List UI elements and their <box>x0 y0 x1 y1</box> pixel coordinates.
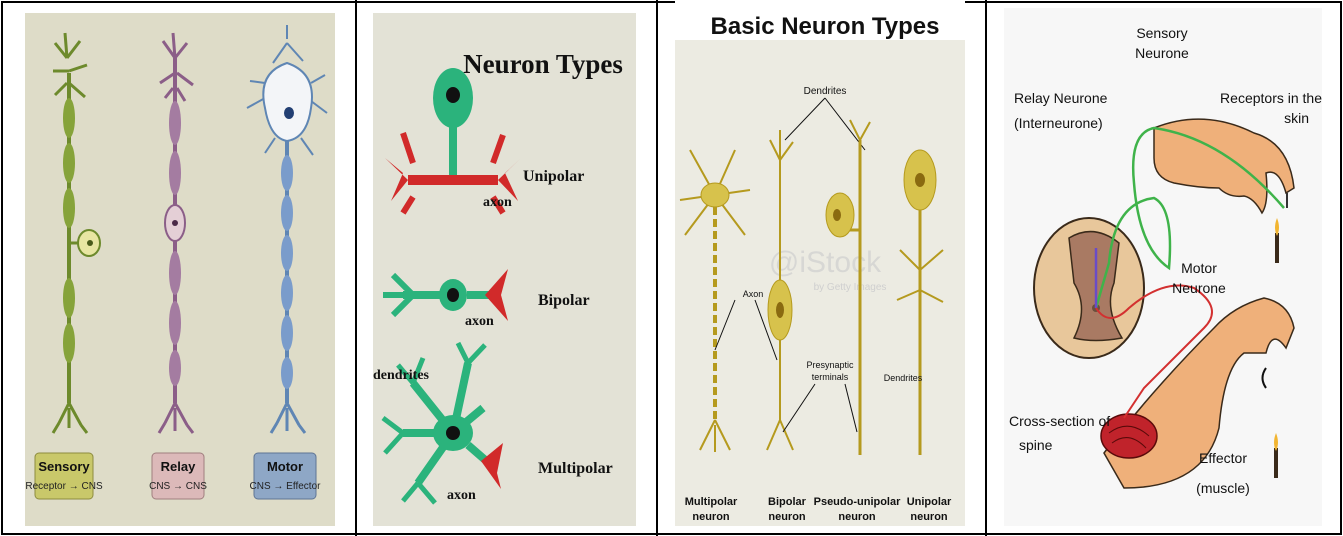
panel2-title: Neuron Types <box>463 49 623 79</box>
multipolar-label: Multipolar <box>538 460 613 477</box>
dendrites-right-label: Dendrites <box>884 373 923 383</box>
type-multipolar-1: Multipolar <box>685 496 738 508</box>
receptors-label-1: Receptors in the <box>1220 90 1322 106</box>
relay-subtitle: CNS → CNS <box>149 481 207 492</box>
type-unipolar-1: Unipolar <box>907 496 952 508</box>
axon-label-1: axon <box>483 195 512 210</box>
sensory-label-1: Sensory <box>1136 25 1187 41</box>
panel-neuron-types: Neuron Types axon Unipolar axon Bipolar <box>373 13 636 526</box>
relay-label-2: (Interneurone) <box>1014 115 1103 131</box>
panel-basic-neuron-types: Basic Neuron Types @iStock by Getty Imag… <box>675 0 965 526</box>
effector-label-2: (muscle) <box>1196 480 1250 496</box>
relay-label-1: Relay Neurone <box>1014 90 1108 106</box>
motor-title: Motor <box>267 459 303 474</box>
motor-label-1: Motor <box>1181 260 1217 276</box>
type-pseudo-1: Pseudo-unipolar <box>814 496 902 508</box>
panel3-title: Basic Neuron Types <box>711 13 940 40</box>
dendrites-label: dendrites <box>373 368 430 383</box>
type-bipolar-2: neuron <box>768 511 806 523</box>
type-multipolar-2: neuron <box>692 511 730 523</box>
divider-2 <box>656 0 658 536</box>
spine-label-1: Cross-section of <box>1009 413 1110 429</box>
spine-cross-section <box>1034 218 1144 358</box>
presynaptic-label-2: terminals <box>812 372 849 382</box>
watermark-sub: by Getty Images <box>814 282 887 293</box>
divider-1 <box>355 0 357 536</box>
relay-title: Relay <box>161 459 196 474</box>
motor-label-2: Neurone <box>1172 280 1226 296</box>
presynaptic-label-1: Presynaptic <box>806 360 854 370</box>
axon-label: Axon <box>743 289 764 299</box>
watermark-logo: @iStock <box>769 246 882 279</box>
motor-subtitle: CNS → Effector <box>250 481 322 492</box>
type-unipolar-2: neuron <box>910 511 948 523</box>
axon-label-2: axon <box>465 314 494 329</box>
unipolar-label: Unipolar <box>523 168 584 185</box>
dendrites-top-label: Dendrites <box>804 86 847 97</box>
spine-label-2: spine <box>1019 437 1053 453</box>
panel-reflex-arc: Sensory Neurone Relay Neurone (Interneur… <box>1004 8 1322 526</box>
type-pseudo-2: neuron <box>838 511 876 523</box>
effector-label-1: Effector <box>1199 450 1247 466</box>
type-bipolar-1: Bipolar <box>768 496 807 508</box>
divider-3 <box>985 0 987 536</box>
axon-label-3: axon <box>447 488 476 503</box>
sensory-label-2: Neurone <box>1135 45 1189 61</box>
panel-neuron-classes: Sensory Receptor → CNS Relay CNS → CNS M… <box>25 13 335 526</box>
bipolar-label: Bipolar <box>538 292 590 309</box>
receptors-label-2: skin <box>1284 110 1309 126</box>
panel2-background <box>373 13 636 526</box>
sensory-subtitle: Receptor → CNS <box>25 481 103 492</box>
sensory-title: Sensory <box>38 459 90 474</box>
